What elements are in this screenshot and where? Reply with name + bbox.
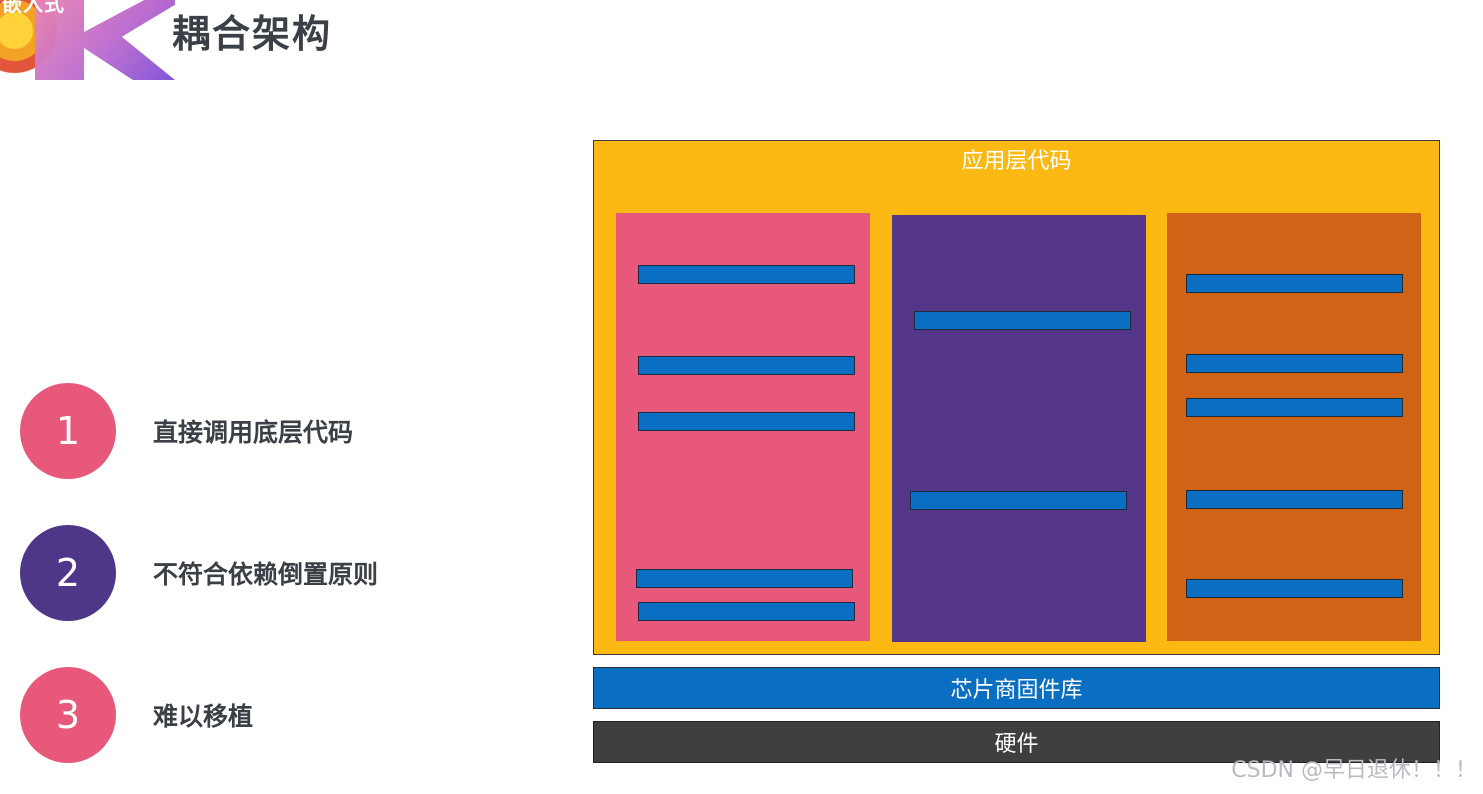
watermark: CSDN @早日退休！！！ [1231, 758, 1477, 783]
point-item-1: 1 直接调用底层代码 [20, 383, 440, 479]
application-layer-label: 应用层代码 [961, 149, 1072, 174]
module-orange [1167, 213, 1421, 641]
application-layer: 应用层代码 [593, 140, 1440, 655]
code-bar [638, 265, 855, 284]
module-purple [892, 215, 1146, 642]
module-pink [616, 213, 870, 641]
hardware-label: 硬件 [994, 732, 1039, 757]
logo: 嵌入式 [0, 0, 175, 80]
firmware-label: 芯片商固件库 [950, 678, 1083, 703]
code-bar [636, 569, 853, 588]
code-bar [914, 311, 1131, 330]
code-bar [1186, 490, 1403, 509]
code-bar [1186, 398, 1403, 417]
firmware-library-layer: 芯片商固件库 [593, 667, 1440, 709]
code-bar [638, 412, 855, 431]
point-label: 不符合依赖倒置原则 [153, 560, 379, 589]
point-label: 难以移植 [153, 702, 254, 731]
code-bar [1186, 354, 1403, 373]
number-circle: 3 [20, 667, 116, 763]
page-title: 耦合架构 [172, 12, 333, 56]
number-circle: 1 [20, 383, 116, 479]
logo-text: 嵌入式 [2, 0, 65, 16]
code-bar [1186, 274, 1403, 293]
point-item-3: 3 难以移植 [20, 667, 440, 763]
code-bar [1186, 579, 1403, 598]
code-bar [638, 356, 855, 375]
number-circle: 2 [20, 525, 116, 621]
point-label: 直接调用底层代码 [153, 418, 354, 447]
code-bar [638, 602, 855, 621]
code-bar [910, 491, 1127, 510]
point-item-2: 2 不符合依赖倒置原则 [20, 525, 440, 621]
hardware-layer: 硬件 [593, 721, 1440, 763]
